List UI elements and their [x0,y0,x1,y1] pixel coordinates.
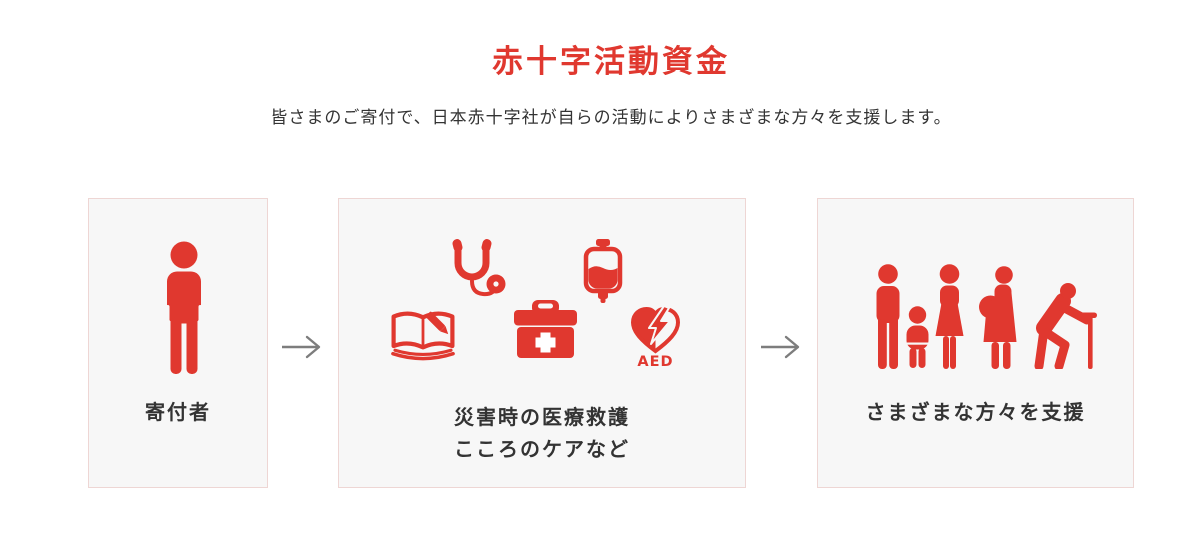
first-aid-kit-icon [514,300,577,358]
flow-box-activities: AED 災害時の医療救護 こころのケアなど [338,198,746,488]
donor-label: 寄付者 [145,400,211,424]
stethoscope-icon [452,239,506,297]
activities-label-line1: 災害時の医療救護 [454,405,630,429]
donation-flow-diagram: 寄付者 [88,198,1134,488]
man-icon [876,264,900,369]
right-arrow-icon [282,335,321,359]
blood-bag-icon [583,239,623,303]
pregnant-woman-icon [979,266,1017,369]
page-title: 赤十字活動資金 [492,44,730,80]
flow-arrow-1 [268,198,338,488]
aed-label: AED [637,354,673,367]
right-arrow-icon [760,335,799,359]
donor-person-icon [166,241,202,374]
page-subtitle: 皆さまのご寄付で、日本赤十字社が自らの活動によりさまざまな方々を支援します。 [270,108,952,128]
activities-label-line2: こころのケアなど [454,437,630,461]
flow-arrow-2 [746,198,817,488]
flow-box-donor: 寄付者 [88,198,268,488]
recipients-label: さまざまな方々を支援 [865,400,1086,424]
woman-icon [935,264,964,369]
child-icon [906,306,929,368]
aed-heart-icon: AED [630,305,681,367]
activities-label: 災害時の医療救護 こころのケアなど [339,401,745,465]
textbook-pencil-icon [391,311,455,361]
elderly-person-with-cane-icon [1034,283,1097,369]
flow-box-recipients: さまざまな方々を支援 [817,198,1134,488]
